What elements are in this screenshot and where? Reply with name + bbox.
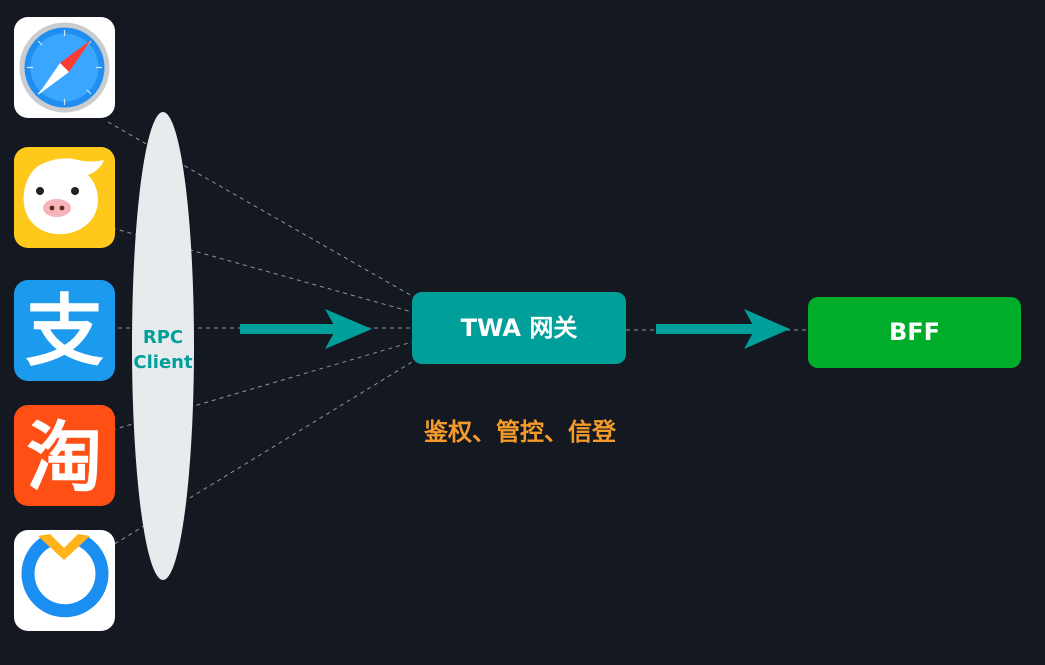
bff-box: BFF bbox=[808, 297, 1021, 368]
alipay-icon: 支 bbox=[14, 280, 115, 381]
fliggy-icon bbox=[14, 147, 115, 248]
bff-label: BFF bbox=[889, 318, 940, 346]
alipay-glyph: 支 bbox=[25, 287, 103, 377]
arrow-to-bff bbox=[656, 309, 790, 349]
arrow-to-gateway bbox=[240, 309, 372, 349]
taobao-icon: 淘 bbox=[14, 405, 115, 506]
rpc-client-label-line1: RPC bbox=[143, 327, 183, 348]
gateway-caption: 鉴权、管控、信登 bbox=[423, 418, 617, 446]
taobao-glyph: 淘 bbox=[27, 413, 103, 502]
rpc-client-label-line2: Client bbox=[133, 352, 193, 373]
gateway-label: TWA 网关 bbox=[461, 314, 578, 342]
safari-icon bbox=[14, 17, 115, 118]
dingtalk-icon bbox=[14, 530, 115, 631]
rpc-client-ellipse: RPC Client bbox=[132, 112, 194, 580]
gateway-box: TWA 网关 bbox=[412, 292, 626, 364]
